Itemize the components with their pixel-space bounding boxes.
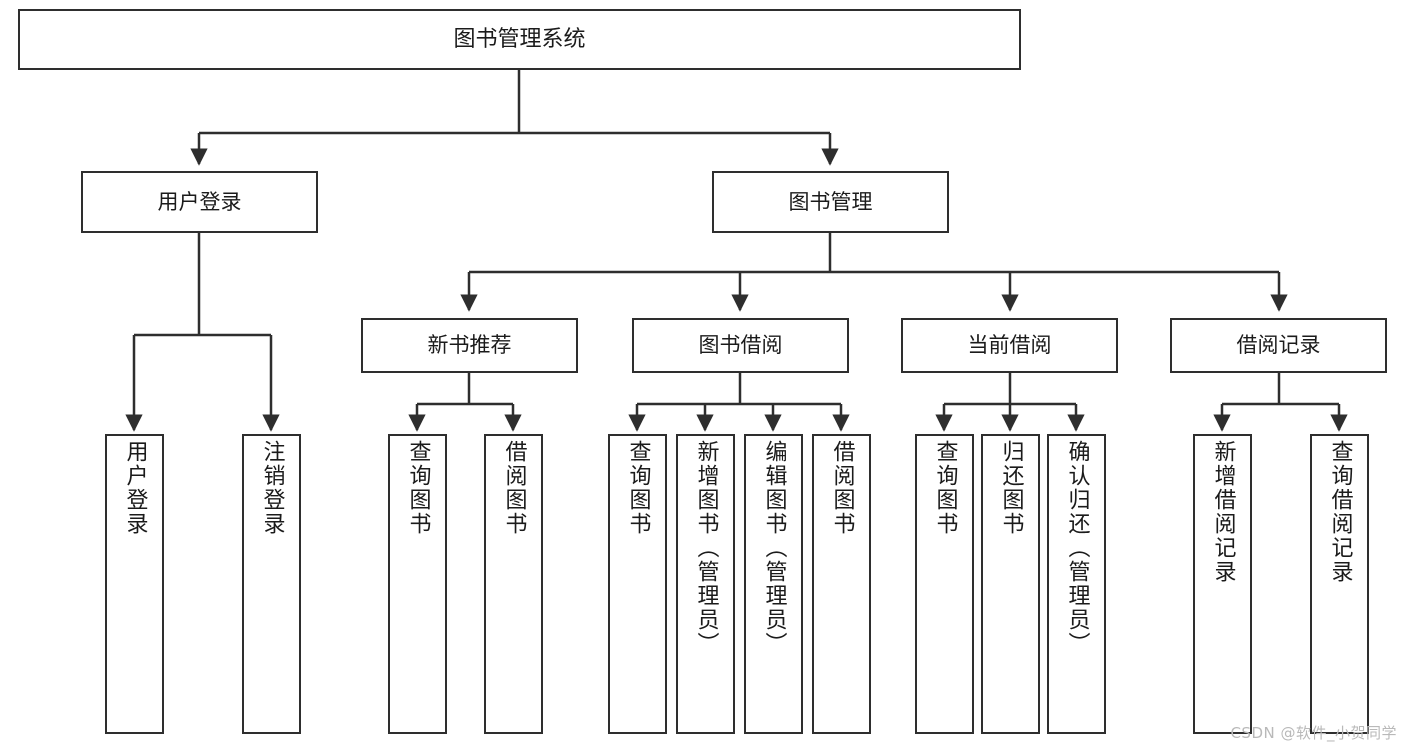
node-user-login[interactable]: 用户登录	[81, 171, 318, 233]
node-label: 借阅记录	[1236, 333, 1321, 358]
node-new-book-recommendation[interactable]: 新书推荐	[361, 318, 578, 373]
node-label: 用户登录	[157, 189, 242, 214]
node-label: 查询借阅记录	[1327, 440, 1353, 584]
node-label: 注销登录	[259, 440, 285, 536]
leaf-current-borrow-confirm-return-admin[interactable]: 确认归还（管理员）	[1047, 434, 1106, 734]
node-label: 图书管理	[788, 189, 873, 214]
leaf-borrow-record-add-record[interactable]: 新增借阅记录	[1193, 434, 1252, 734]
leaf-book-borrow-query-book[interactable]: 查询图书	[608, 434, 667, 734]
node-label: 当前借阅	[967, 333, 1052, 358]
leaf-current-borrow-query-book[interactable]: 查询图书	[915, 434, 974, 734]
node-label: 编辑图书（管理员）	[761, 440, 787, 656]
node-label: 新增图书（管理员）	[693, 440, 719, 656]
node-book-management[interactable]: 图书管理	[712, 171, 949, 233]
leaf-user-login-login[interactable]: 用户登录	[105, 434, 164, 734]
node-label: 借阅图书	[829, 440, 855, 536]
node-current-borrowing[interactable]: 当前借阅	[901, 318, 1118, 373]
node-book-borrowing[interactable]: 图书借阅	[632, 318, 849, 373]
csdn-watermark: CSDN @软件_小贺同学	[1230, 724, 1397, 742]
node-label: 用户登录	[122, 440, 148, 536]
leaf-book-borrow-add-book-admin[interactable]: 新增图书（管理员）	[676, 434, 735, 734]
node-label: 借阅图书	[501, 440, 527, 536]
leaf-book-borrow-edit-book-admin[interactable]: 编辑图书（管理员）	[744, 434, 803, 734]
node-label: 新书推荐	[427, 333, 512, 358]
leaf-new-book-borrow-book[interactable]: 借阅图书	[484, 434, 543, 734]
leaf-current-borrow-return-book[interactable]: 归还图书	[981, 434, 1040, 734]
node-label: 归还图书	[998, 440, 1024, 536]
node-label: 图书管理系统	[453, 26, 586, 52]
node-label: 查询图书	[625, 440, 651, 536]
leaf-user-login-logout[interactable]: 注销登录	[242, 434, 301, 734]
leaf-new-book-query-book[interactable]: 查询图书	[388, 434, 447, 734]
node-label: 图书借阅	[698, 333, 783, 358]
leaf-book-borrow-borrow-book[interactable]: 借阅图书	[812, 434, 871, 734]
node-label: 确认归还（管理员）	[1064, 440, 1090, 656]
node-label: 查询图书	[405, 440, 431, 536]
node-label: 新增借阅记录	[1210, 440, 1236, 584]
node-root-book-management-system[interactable]: 图书管理系统	[18, 9, 1021, 70]
node-borrowing-record[interactable]: 借阅记录	[1170, 318, 1387, 373]
node-label: 查询图书	[932, 440, 958, 536]
leaf-borrow-record-query-record[interactable]: 查询借阅记录	[1310, 434, 1369, 734]
